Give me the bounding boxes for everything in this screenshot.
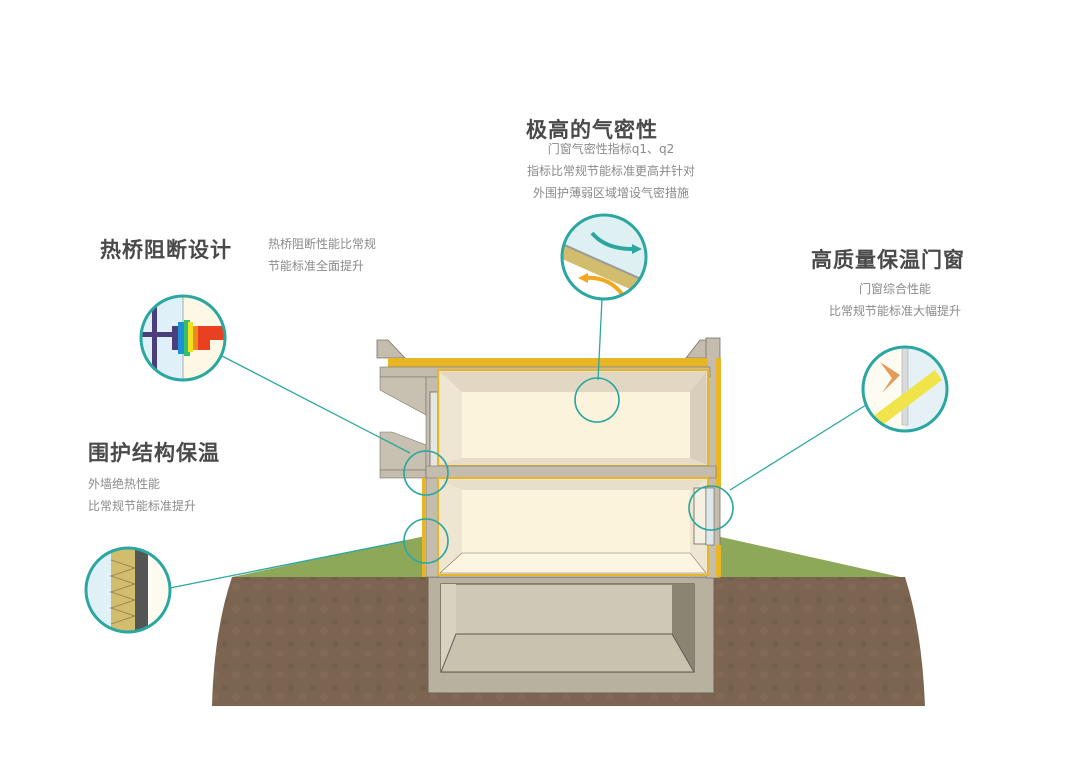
callout-line-envelope [169,540,406,589]
feature-desc-line: 门窗气密性指标q1、q2 [547,142,675,156]
feature-desc-line: 比常规节能标准提升 [88,499,197,513]
callout-line-thermal-bridge [221,355,411,454]
detail-bubble-thermal-bridge [139,294,227,382]
marker-thermal-bridge [403,450,449,496]
detail-bubble-windows [861,345,949,433]
feature-desc-envelope: 外墙绝热性能 比常规节能标准提升 [88,473,196,517]
feature-desc-line: 门窗综合性能 [858,282,931,296]
feature-desc-line: 节能标准全面提升 [268,259,365,273]
callout-lines [169,298,867,589]
callout-line-airtight [597,298,603,381]
grass [232,535,900,577]
callout-line-windows [729,404,867,491]
detail-bubble-airtight [560,213,648,301]
feature-title-envelope: 围护结构保温 [88,441,220,465]
marker-windows [688,485,734,531]
building [376,337,721,579]
basement [427,576,715,694]
feature-desc-thermal-bridge: 热桥阻断性能比常规 节能标准全面提升 [268,233,376,277]
markers [403,377,734,564]
feature-desc-line: 指标比常规节能标准更高并针对 [526,164,695,178]
feature-desc-airtight: 门窗气密性指标q1、q2 指标比常规节能标准更高并针对 外围护薄弱区域增设气密措… [506,138,716,204]
feature-desc-line: 比常规节能标准大幅提升 [828,304,961,318]
feature-title-windows: 高质量保温门窗 [811,248,965,272]
detail-bubble-envelope [84,546,172,634]
marker-envelope [403,518,449,564]
feature-desc-line: 外墙绝热性能 [88,477,161,491]
feature-desc-line: 热桥阻断性能比常规 [268,237,377,251]
marker-airtight [574,377,620,423]
feature-title-thermal-bridge: 热桥阻断设计 [100,238,232,262]
feature-title-airtight: 极高的气密性 [526,118,658,142]
feature-desc-windows: 门窗综合性能 比常规节能标准大幅提升 [800,278,990,322]
feature-desc-line: 外围护薄弱区域增设气密措施 [532,186,689,200]
